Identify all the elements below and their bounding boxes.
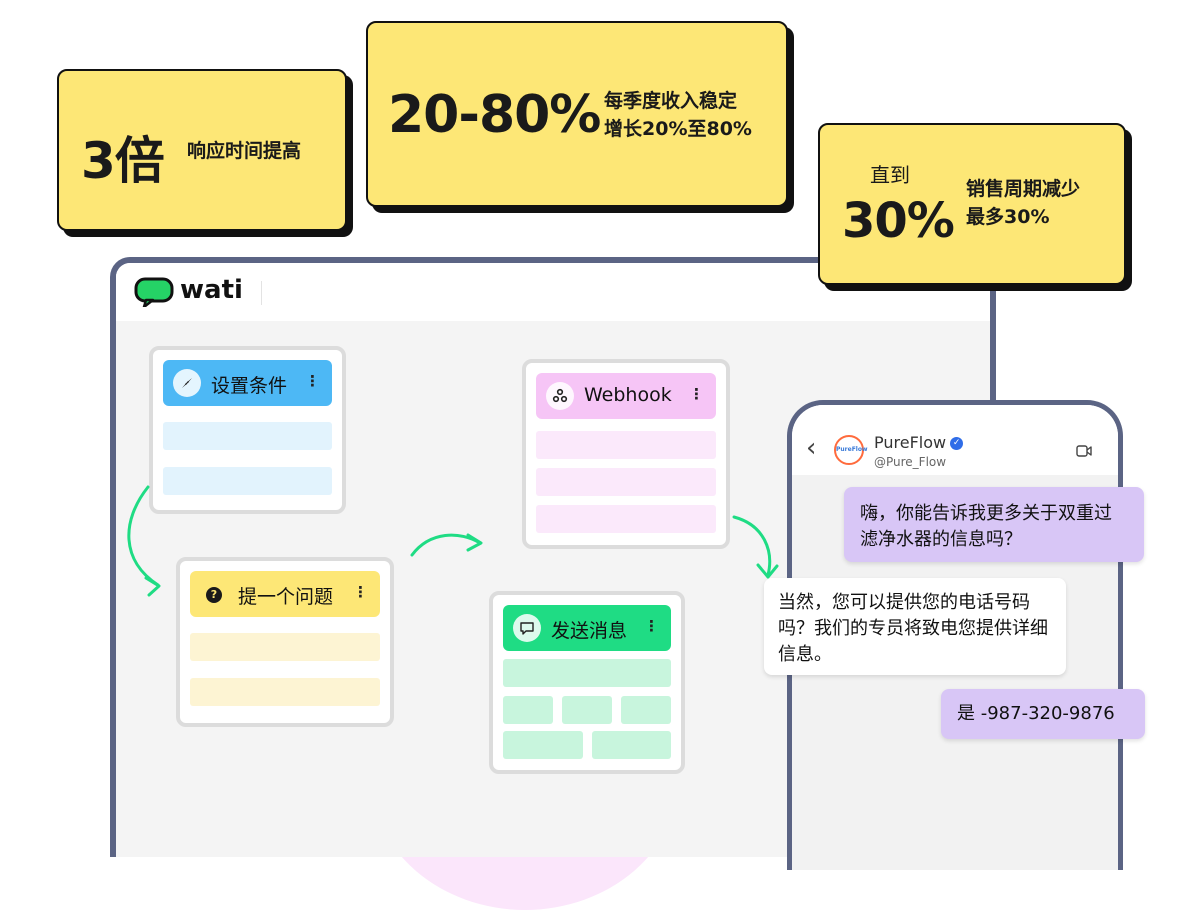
node-row	[536, 431, 716, 459]
flow-node-ask-question[interactable]: ? 提一个问题 ⋮	[176, 557, 394, 727]
node-row	[621, 696, 671, 724]
node-row	[592, 731, 671, 759]
chat-bubble-logo-icon	[134, 277, 174, 307]
node-row	[190, 633, 380, 661]
more-icon[interactable]: ⋮	[353, 583, 368, 601]
stat-value: 3倍	[81, 132, 165, 190]
stat-description: 每季度收入稳定 增长20%至80%	[604, 90, 752, 140]
webhook-icon	[546, 382, 574, 410]
back-chevron-icon[interactable]: ‹	[806, 433, 817, 463]
node-row	[536, 505, 716, 533]
node-row	[163, 467, 332, 495]
avatar[interactable]: PureFlow	[834, 435, 868, 465]
brand-name: wati	[180, 275, 243, 305]
chat-message-user: 是 -987-320-9876	[941, 689, 1145, 739]
contact-name: PureFlow	[874, 433, 947, 452]
stat-value: 20-80%	[388, 85, 601, 145]
node-header[interactable]: 发送消息 ⋮	[503, 605, 671, 651]
node-header[interactable]: Webhook ⋮	[536, 373, 716, 419]
stat-description: 销售周期减少 最多30%	[966, 178, 1081, 228]
node-header[interactable]: 设置条件 ⋮	[163, 360, 332, 406]
chat-message-business: 当然，您可以提供您的电话号码吗？我们的专员将致电您提供详细信息。	[764, 578, 1066, 675]
node-header[interactable]: ? 提一个问题 ⋮	[190, 571, 380, 617]
node-row	[503, 659, 671, 687]
contact-name-row: PureFlow✓	[874, 433, 964, 452]
contact-handle: @Pure_Flow	[874, 455, 947, 469]
node-label: 提一个问题	[238, 586, 334, 608]
node-label: Webhook	[584, 384, 672, 406]
header-divider	[261, 281, 262, 305]
stat-prefix: 直到	[870, 163, 910, 187]
compass-icon	[173, 369, 201, 397]
node-row	[503, 731, 583, 759]
stat-value: 30%	[842, 193, 955, 249]
flow-arrow-icon	[127, 485, 161, 597]
more-icon[interactable]: ⋮	[305, 372, 320, 390]
stat-card-response-time: 3倍 响应时间提高	[57, 69, 347, 231]
chat-header: ‹ PureFlow PureFlow✓ @Pure_Flow	[792, 405, 1118, 475]
node-row	[190, 678, 380, 706]
video-call-icon[interactable]	[1076, 445, 1092, 457]
node-row	[562, 696, 612, 724]
chat-message-user: 嗨，你能告诉我更多关于双重过滤净水器的信息吗？	[844, 487, 1144, 562]
message-icon	[513, 614, 541, 642]
flow-node-send-message[interactable]: 发送消息 ⋮	[489, 591, 685, 774]
more-icon[interactable]: ⋮	[644, 617, 659, 635]
flow-node-set-conditions[interactable]: 设置条件 ⋮	[149, 346, 346, 514]
flow-arrow-icon	[410, 533, 483, 557]
node-label: 设置条件	[211, 375, 288, 397]
question-icon: ?	[200, 580, 228, 608]
more-icon[interactable]: ⋮	[689, 385, 704, 403]
flow-node-webhook[interactable]: Webhook ⋮	[522, 359, 730, 549]
node-row	[536, 468, 716, 496]
stat-card-sales-cycle: 直到 30% 销售周期减少 最多30%	[818, 123, 1126, 285]
node-row	[163, 422, 332, 450]
stat-card-revenue-growth: 20-80% 每季度收入稳定 增长20%至80%	[366, 21, 788, 207]
node-label: 发送消息	[551, 620, 628, 642]
stat-description: 响应时间提高	[187, 140, 302, 162]
verified-badge-icon: ✓	[950, 437, 964, 450]
flow-arrow-icon	[732, 515, 779, 579]
node-row	[503, 696, 553, 724]
